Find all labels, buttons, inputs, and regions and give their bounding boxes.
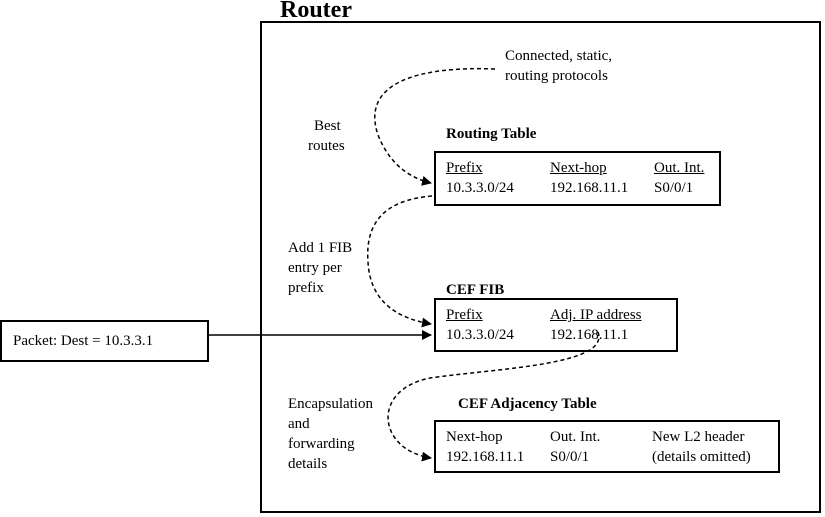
encapsulation-label-line3: forwarding (288, 436, 355, 452)
encapsulation-label-line4: details (288, 456, 328, 472)
route-sources-line2: routing protocols (505, 68, 608, 84)
cef-fib-title: CEF FIB (446, 282, 505, 298)
encapsulation-label-line2: and (288, 416, 310, 432)
routing-table-header-prefix: Prefix (446, 160, 483, 176)
routing-table-cell-prefix: 10.3.3.0/24 (446, 180, 514, 196)
routing-table-cell-out-int: S0/0/1 (654, 180, 694, 196)
add-fib-label-line3: prefix (288, 280, 324, 296)
adjacency-table-header-l2-header: New L2 header (652, 429, 745, 445)
adjacency-table: Next-hop Out. Int. New L2 header 192.168… (434, 420, 780, 473)
adjacency-table-title: CEF Adjacency Table (458, 396, 597, 412)
routing-table-title: Routing Table (446, 126, 537, 142)
routing-table-cell-next-hop: 192.168.11.1 (550, 180, 629, 196)
add-fib-label-line1: Add 1 FIB (288, 240, 353, 256)
router-title: Router (280, 0, 352, 23)
cef-fib-table: Prefix Adj. IP address 10.3.3.0/24 192.1… (434, 298, 678, 352)
encapsulation-label-line1: Encapsulation (288, 396, 373, 412)
adjacency-table-header-next-hop: Next-hop (446, 429, 503, 445)
best-routes-label-line1: Best (314, 118, 341, 134)
best-routes-label-line2: routes (308, 138, 345, 154)
adjacency-table-cell-next-hop: 192.168.11.1 (446, 449, 525, 465)
route-sources-line1: Connected, static, (505, 48, 613, 64)
cef-fib-header-prefix: Prefix (446, 307, 483, 323)
adjacency-table-cell-out-int: S0/0/1 (550, 449, 590, 465)
routing-table-header-out-int: Out. Int. (654, 160, 705, 176)
add-fib-label-line2: entry per (288, 260, 342, 276)
fib-entry-arrow (367, 195, 433, 328)
adjacency-arrow (387, 331, 600, 462)
router-box (260, 21, 821, 513)
cef-fib-cell-prefix: 10.3.3.0/24 (446, 327, 514, 343)
adjacency-table-header-out-int: Out. Int. (550, 429, 601, 445)
routing-table-header-next-hop: Next-hop (550, 160, 607, 176)
cef-fib-header-adj-ip: Adj. IP address (550, 307, 642, 323)
routing-table: Prefix Next-hop Out. Int. 10.3.3.0/24 19… (434, 151, 721, 206)
cef-fib-cell-adj-ip: 192.168.11.1 (550, 327, 629, 343)
packet-box: Packet: Dest = 10.3.3.1 (0, 320, 209, 362)
best-routes-arrow (374, 67, 496, 186)
adjacency-table-cell-l2-header: (details omitted) (652, 449, 751, 465)
